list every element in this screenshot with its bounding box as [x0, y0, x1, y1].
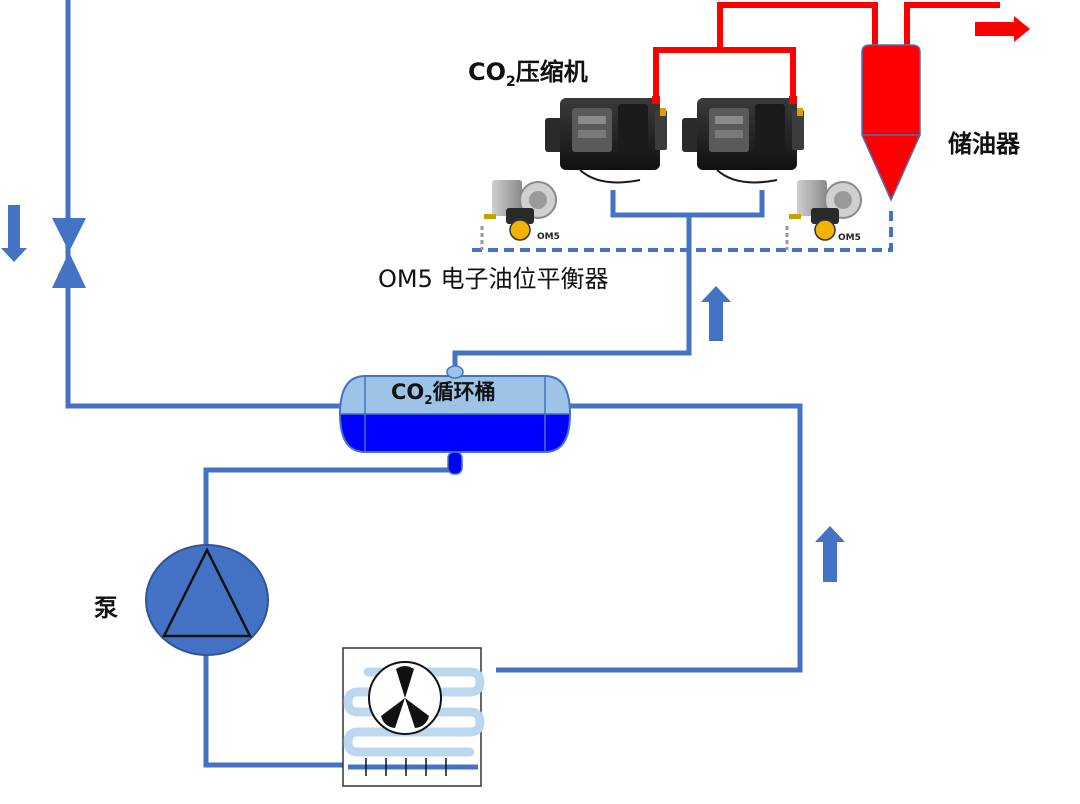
om5-tag-right: OM5 [838, 233, 861, 243]
compressor-label: CO2压缩机 [468, 60, 588, 89]
arrow-up-icon [701, 286, 731, 341]
valve-icon [52, 218, 86, 288]
blue-piping [65, 0, 803, 768]
suction-line [452, 215, 692, 368]
separator-outlet [904, 2, 1000, 45]
compressor-right [682, 96, 804, 184]
pump-discharge-line [203, 653, 345, 768]
compressor-left [545, 96, 667, 184]
receiver-label-prefix: CO [391, 380, 425, 404]
receiver-label-suffix: 循环桶 [432, 380, 496, 404]
return-line-right [496, 403, 803, 673]
oil-balance-dashed-line [472, 205, 893, 252]
discharge-to-separator [717, 2, 878, 50]
om5-tag-left: OM5 [537, 232, 560, 242]
liquid-line-left [65, 0, 340, 409]
receiver-label: CO2循环桶 [391, 380, 496, 408]
oil-reservoir-vessel [861, 44, 921, 202]
evaporator-unit [342, 647, 485, 787]
pump-symbol [145, 544, 269, 656]
om5-balancer-label: OM5 电子油位平衡器 [378, 265, 609, 293]
discharge-manifold [653, 47, 796, 96]
compressor-label-suffix: 压缩机 [515, 58, 588, 86]
oil-reservoir-label: 储油器 [948, 130, 1020, 158]
compressor-label-prefix: CO [468, 58, 507, 86]
arrow-right-icon [975, 16, 1030, 42]
pump-label: 泵 [94, 594, 118, 622]
receiver-label-sub: 2 [424, 393, 433, 408]
pump-suction-line [203, 467, 455, 548]
om5-device-right [789, 180, 862, 241]
red-piping [653, 2, 1000, 96]
om5-device-left [484, 180, 557, 241]
fan-icon [368, 661, 442, 735]
suction-manifold [610, 190, 765, 218]
co2-receiver-vessel [338, 365, 572, 475]
arrow-down-icon [1, 205, 27, 262]
compressor-label-sub: 2 [506, 73, 516, 90]
arrow-up-icon [815, 526, 845, 582]
